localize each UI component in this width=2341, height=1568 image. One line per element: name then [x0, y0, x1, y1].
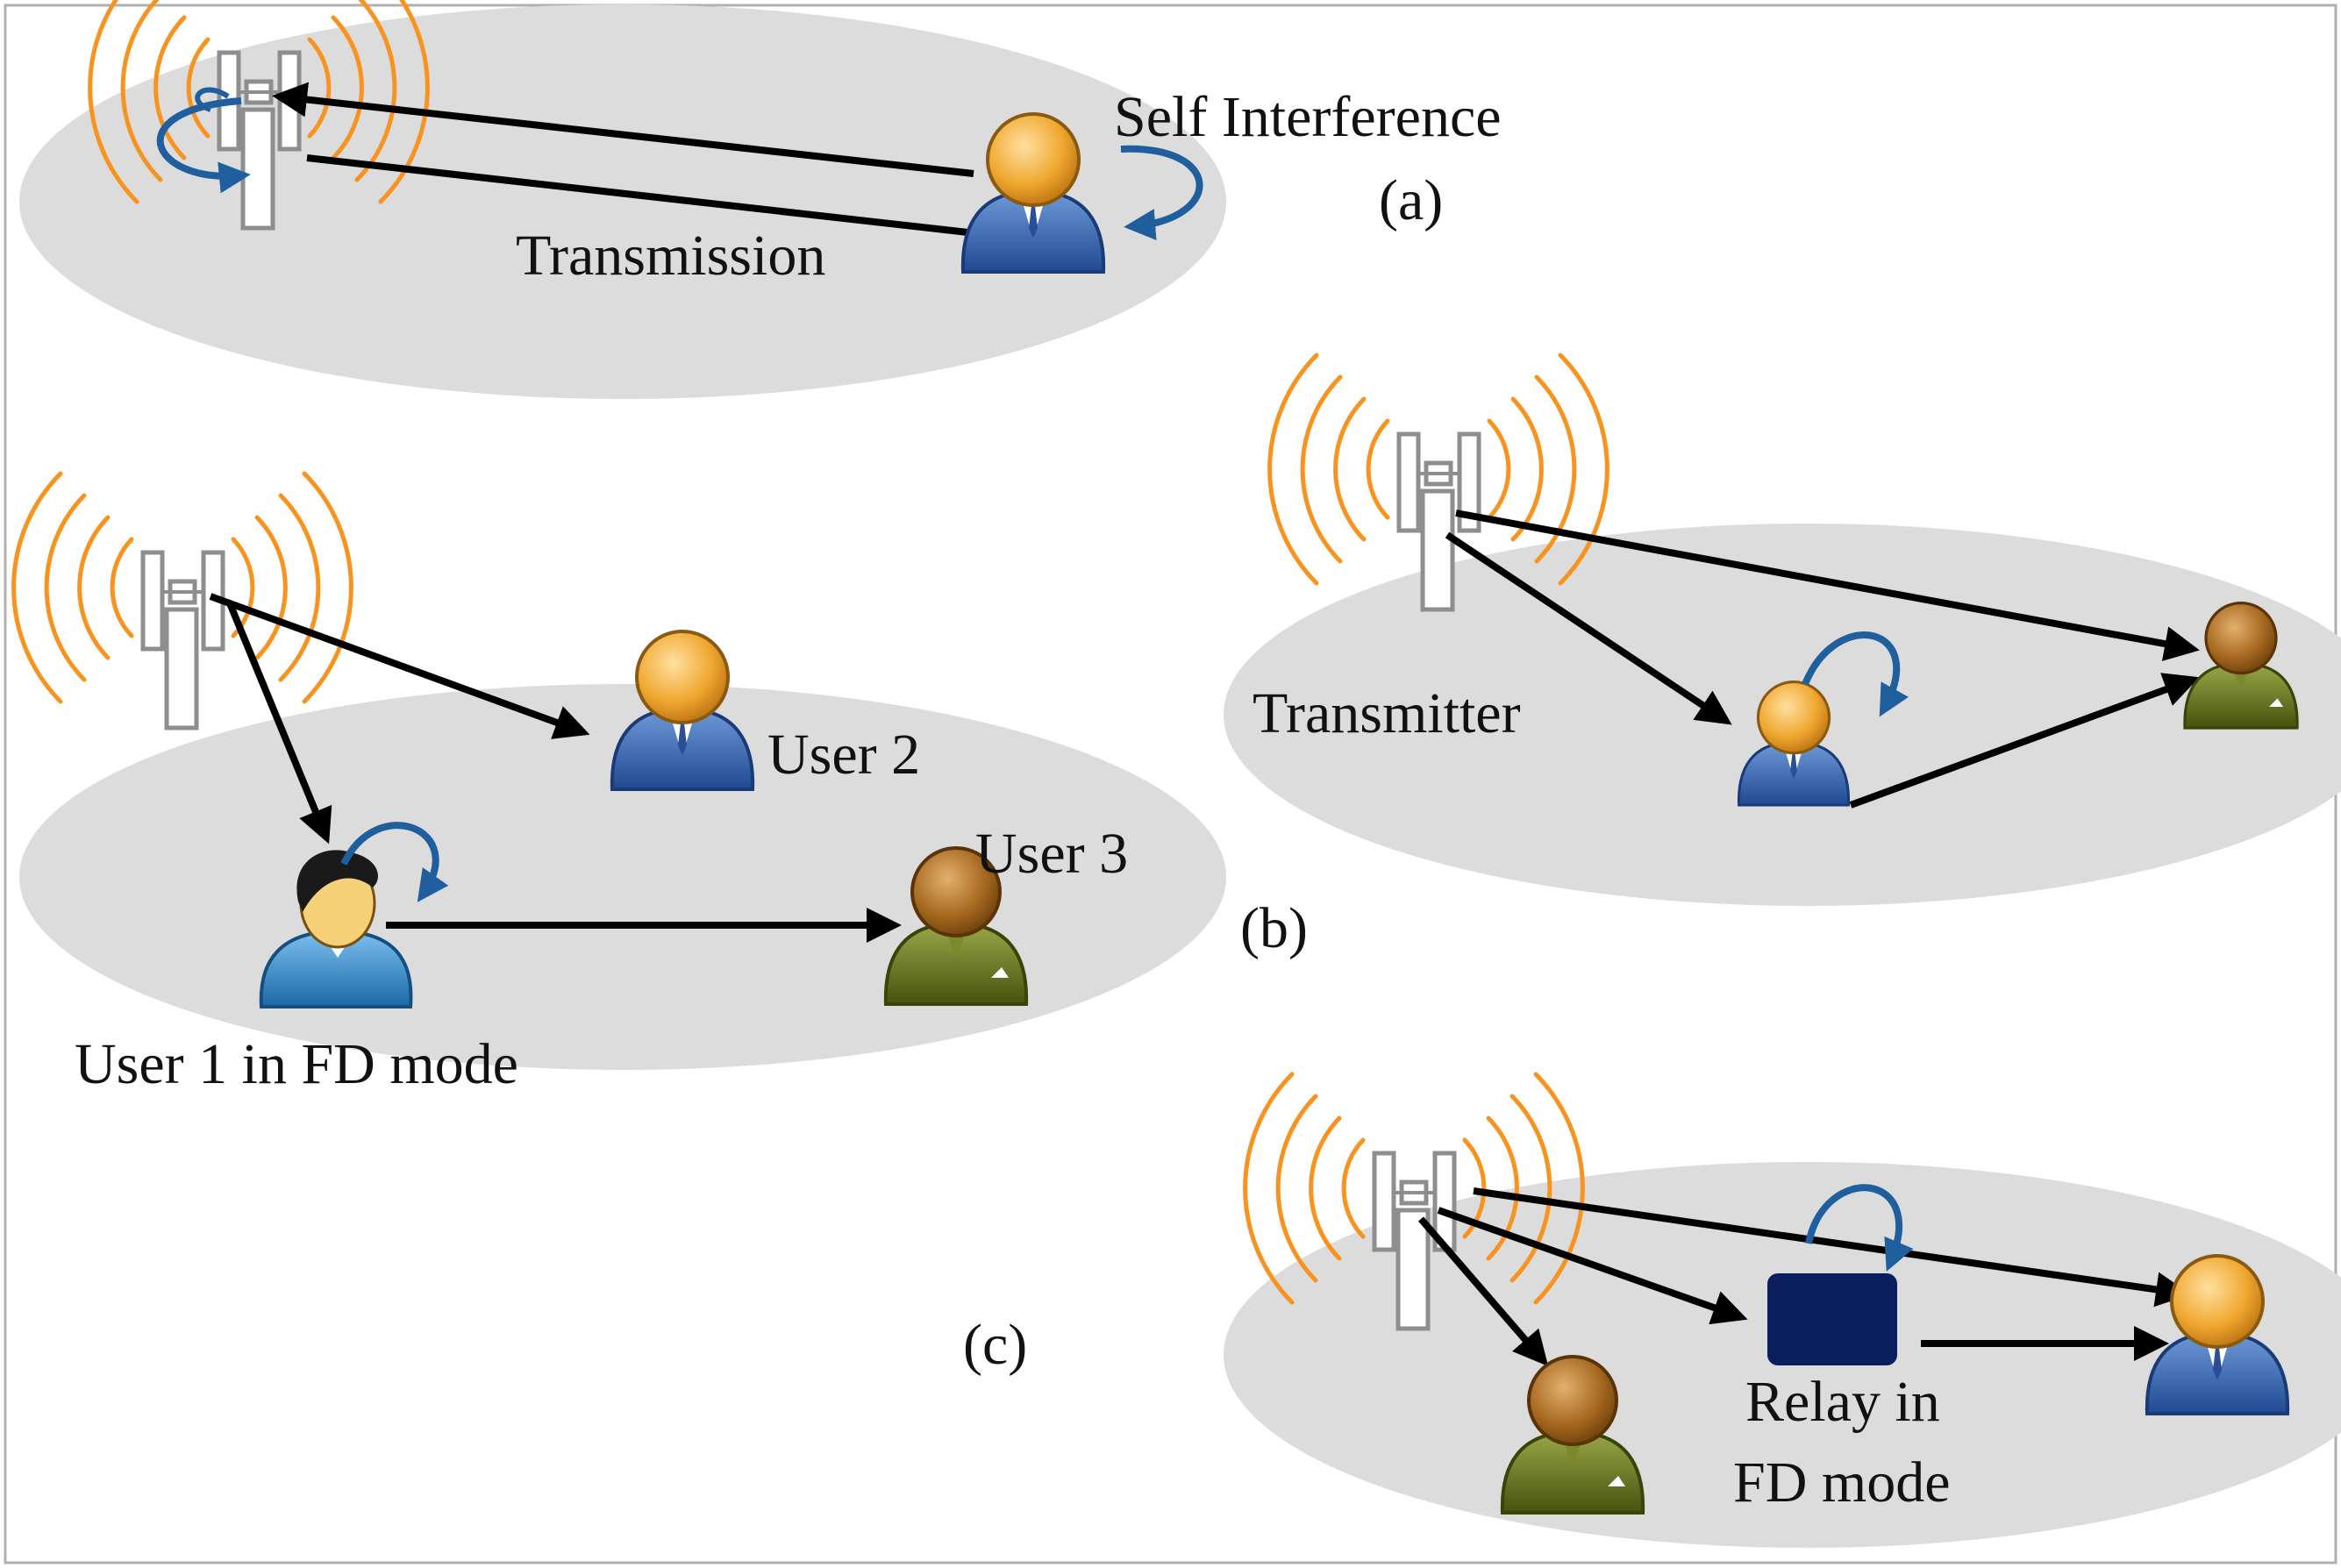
panel-c: Relay in FD mode (c) — [963, 1074, 2341, 1548]
caption-c: (c) — [963, 1313, 1027, 1377]
panel-b: User 2 User 3 User 1 in FD mode (b) Tran… — [14, 355, 2341, 1096]
label-user3: User 3 — [975, 822, 1128, 886]
self-interference-loop-icon — [1805, 1184, 1914, 1272]
downlink-arrow — [1417, 1216, 1549, 1367]
uplink-arrow — [272, 82, 974, 177]
downlink-arrow — [209, 593, 590, 739]
self-interference-loop-icon — [195, 87, 230, 112]
label-relay-line1: Relay in — [1745, 1370, 1940, 1434]
label-transmission: Transmission — [516, 224, 825, 288]
caption-b: (b) — [1240, 896, 1308, 960]
relay-link-arrow — [1849, 673, 2200, 809]
downlink-arrow — [306, 154, 1014, 252]
label-user1-fd: User 1 in FD mode — [75, 1032, 518, 1096]
panel-a: Self Interference Transmission (a) — [19, 0, 1502, 399]
caption-a: (a) — [1379, 168, 1443, 232]
label-relay-line2: FD mode — [1733, 1450, 1951, 1515]
user-avatar-fd-icon — [259, 850, 413, 1009]
relay-node-box — [1767, 1273, 1897, 1365]
label-user2: User 2 — [767, 723, 920, 787]
downlink-arrow — [1473, 1187, 2191, 1308]
label-self-interference: Self Interference — [1114, 85, 1502, 149]
downlink-arrow — [1455, 510, 2200, 661]
downlink-arrow — [1437, 1207, 1748, 1325]
label-transmitter: Transmitter — [1253, 681, 1521, 745]
self-interference-loop-icon — [340, 822, 449, 902]
downlink-arrow — [226, 602, 332, 845]
self-interference-loop-icon — [1120, 145, 1203, 240]
self-interference-loop-icon — [1802, 631, 1909, 717]
downlink-arrow — [1445, 531, 1732, 725]
